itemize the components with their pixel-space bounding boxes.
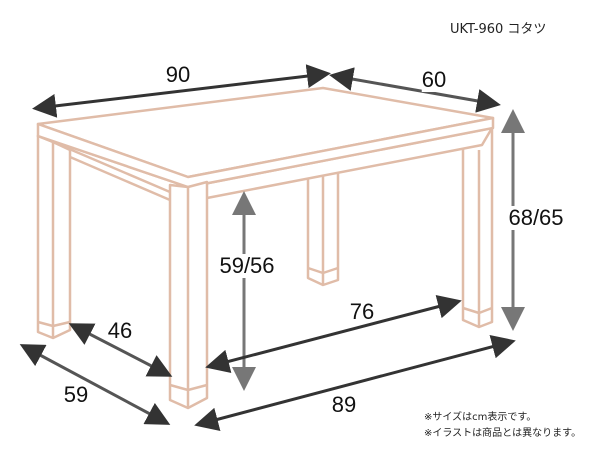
arrow-90 xyxy=(32,64,331,118)
label-height-under: 59/56 xyxy=(219,253,275,278)
label-depth-top: 60 xyxy=(421,67,447,92)
label-leg-width: 89 xyxy=(331,392,357,417)
label-leg-depth: 59 xyxy=(63,382,89,407)
note-size-unit: ※サイズはcm表示です。 xyxy=(424,412,537,423)
arrow-59 xyxy=(19,344,171,425)
table xyxy=(36,86,495,410)
label-height-total: 68/65 xyxy=(508,205,564,230)
arrow-76 xyxy=(205,294,462,374)
right-leg xyxy=(461,126,494,329)
top-edge xyxy=(36,116,495,189)
label-width-top: 90 xyxy=(165,62,191,87)
product-title: UKT-960 コタツ xyxy=(450,22,547,37)
note-illustration: ※イラストは商品とは異なります。 xyxy=(424,428,582,439)
label-inner-depth: 46 xyxy=(107,318,133,343)
arrow-89 xyxy=(194,335,516,431)
label-inner-width: 76 xyxy=(349,299,375,324)
arrow-60 xyxy=(329,67,501,113)
